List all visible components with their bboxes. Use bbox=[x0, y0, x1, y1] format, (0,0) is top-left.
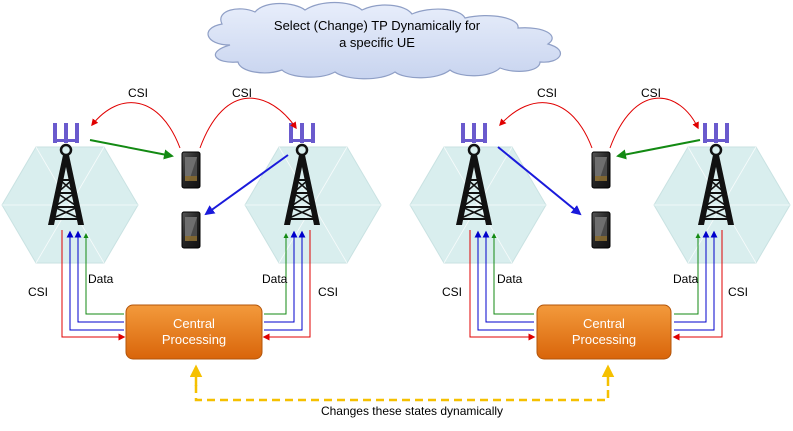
state-change-arrow bbox=[194, 385, 610, 402]
csi-label: CSI bbox=[641, 86, 661, 100]
central-processing-box: Central Processing bbox=[125, 304, 263, 360]
serving-link bbox=[89, 139, 174, 160]
link-csi-label: CSI bbox=[28, 285, 48, 299]
csi-backhaul-line bbox=[262, 230, 311, 341]
csi-feedback-arrow bbox=[91, 102, 181, 149]
data-backhaul-line bbox=[674, 230, 710, 323]
link-data-label: Data bbox=[497, 272, 523, 286]
data-backhaul-line bbox=[66, 230, 124, 331]
green-backhaul-line bbox=[264, 233, 289, 315]
mobile-phone-icon bbox=[181, 211, 201, 249]
link-data-label: Data bbox=[673, 272, 699, 286]
csi-feedback-arrow bbox=[609, 97, 699, 149]
csi-backhaul-line bbox=[469, 230, 536, 341]
csi-feedback-arrow bbox=[499, 102, 593, 149]
central-processing-line-1: Central bbox=[583, 316, 625, 331]
data-backhaul-line bbox=[264, 230, 298, 323]
cloud-icon bbox=[207, 1, 562, 80]
central-processing-box: Central Processing bbox=[536, 304, 672, 360]
mobile-phone-icon bbox=[591, 151, 611, 189]
csi-label: CSI bbox=[232, 86, 252, 100]
green-backhaul-line bbox=[491, 233, 534, 315]
mobile-phone-icon bbox=[591, 211, 611, 249]
link-data-label: Data bbox=[88, 272, 114, 286]
green-backhaul-line bbox=[674, 233, 701, 315]
left-scenario: CSI CSI CSI Data Data CSI Central Proces… bbox=[1, 86, 382, 360]
green-backhaul-line bbox=[83, 233, 124, 315]
data-backhaul-line bbox=[264, 230, 306, 331]
csi-feedback-arrow bbox=[199, 97, 297, 149]
central-processing-line-2: Processing bbox=[572, 332, 636, 347]
csi-backhaul-line bbox=[61, 230, 126, 341]
footer-caption: Changes these states dynamically bbox=[321, 404, 503, 418]
link-data-label: Data bbox=[262, 272, 288, 286]
title-line-1: Select (Change) TP Dynamically for bbox=[274, 18, 481, 33]
data-backhaul-line bbox=[474, 230, 534, 331]
csi-label: CSI bbox=[128, 86, 148, 100]
csi-backhaul-line bbox=[672, 230, 723, 341]
right-scenario: CSI CSI CSI Data Data CSI Central Proces… bbox=[409, 86, 791, 360]
mobile-phone-icon bbox=[181, 151, 201, 189]
serving-link bbox=[616, 139, 701, 160]
link-csi-label: CSI bbox=[442, 285, 462, 299]
central-processing-line-1: Central bbox=[173, 316, 215, 331]
title-line-2: a specific UE bbox=[339, 35, 415, 50]
data-backhaul-line bbox=[74, 230, 124, 323]
data-backhaul-line bbox=[482, 230, 534, 323]
serving-link bbox=[497, 146, 582, 216]
link-csi-label: CSI bbox=[318, 285, 338, 299]
title-cloud: Select (Change) TP Dynamically for a spe… bbox=[207, 1, 562, 80]
csi-label: CSI bbox=[537, 86, 557, 100]
data-backhaul-line bbox=[674, 230, 718, 331]
serving-link bbox=[204, 154, 289, 216]
link-csi-label: CSI bbox=[728, 285, 748, 299]
central-processing-line-2: Processing bbox=[162, 332, 226, 347]
